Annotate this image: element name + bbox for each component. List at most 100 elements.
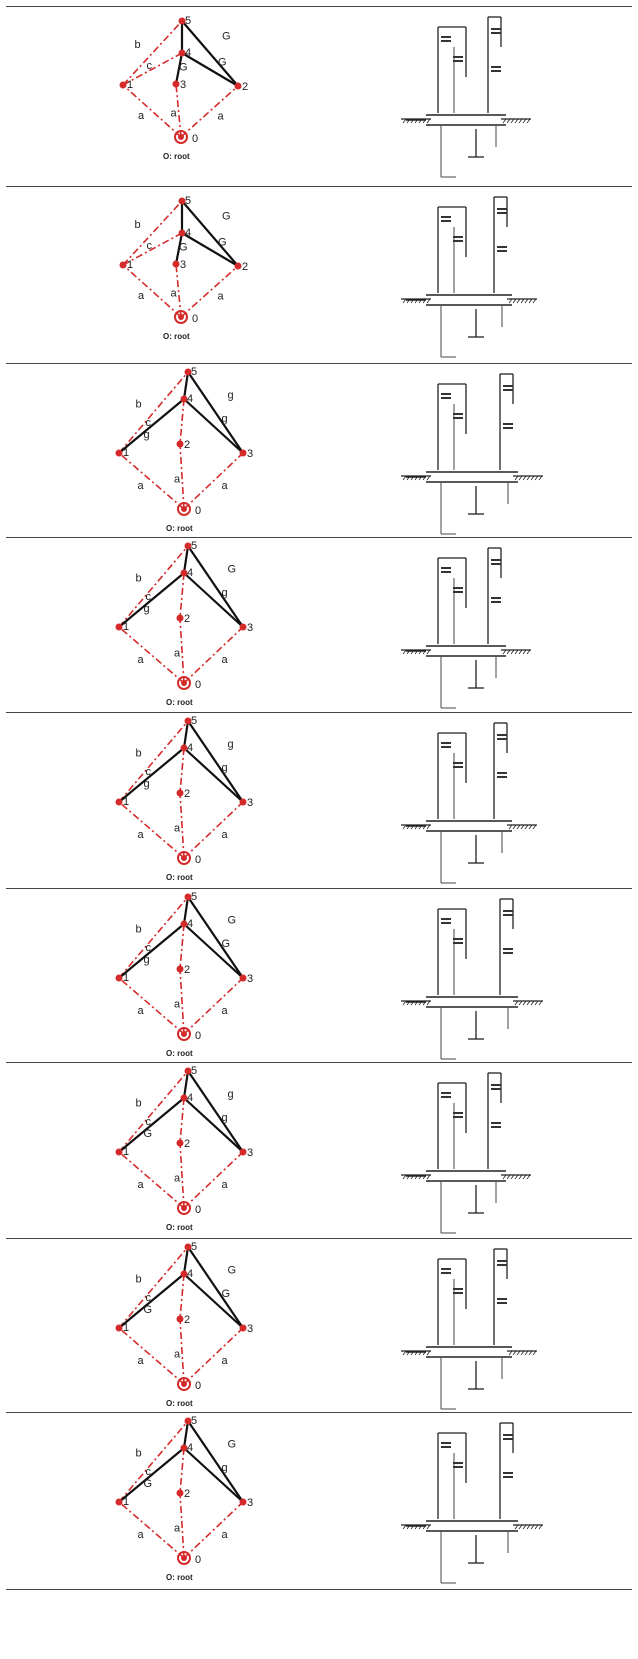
edge-b [118,1246,189,1329]
edge-c [122,232,183,266]
node-label-left: 1 [123,1322,129,1334]
edge-label-b: b [136,1274,142,1286]
sketch-line [518,475,523,481]
sketch-line [508,298,513,304]
edge-label-g-third: g [144,603,150,615]
edge-label-g-inner: G [222,1288,231,1300]
sketch-line [538,1000,543,1006]
sketch-line [426,118,431,124]
node-mid [180,1094,188,1102]
node-label-mid: 4 [187,918,193,930]
edge-a-root-left [118,626,185,684]
edge-label-g-outer: g [228,390,234,402]
node-label-left: 1 [123,796,129,808]
sketch-line [530,1524,535,1530]
mechanism-cell [401,722,537,884]
node-label-top: 5 [191,1241,197,1253]
edge-a-root-center [179,1142,185,1209]
edge-g-right-outer [181,20,239,87]
sketch-line [402,824,407,830]
edge-g-left [118,923,185,979]
sketch-line [514,475,519,481]
edge-label-c: c [147,240,153,252]
edge-label-g-inner: g [222,587,228,599]
sketch-line [514,1000,519,1006]
edge-g-right-inner [183,398,244,454]
sketch-line [510,118,515,124]
root-node [181,1031,187,1037]
edge-g-top [182,1246,190,1275]
node-right [239,974,247,982]
root-caption: O: root [166,698,193,707]
edge-g-right-outer [187,720,244,803]
edge-g-right-inner [183,923,244,979]
sketch-line [532,824,537,830]
node-label-top: 5 [191,715,197,727]
node-right [239,1324,247,1332]
node-right [239,798,247,806]
node-label-mid: 4 [187,742,193,754]
sketch-line [506,649,511,655]
sketch-line [520,1350,525,1356]
node-label-right: 3 [247,1323,253,1335]
mechanism-cell [401,1422,543,1584]
edge-label-g-inner: g [222,1462,228,1474]
sketch-line [502,1174,507,1180]
edge-b [118,1070,189,1153]
node-right [239,449,247,457]
node-label-mid: 4 [185,47,191,59]
node-center [176,965,184,973]
edge-c-vertical [179,572,185,619]
node-center [176,1489,184,1497]
edge-label-a-center: a [174,1349,181,1361]
node-left [115,798,123,806]
node-label-top: 5 [191,891,197,903]
node-label-mid: 4 [187,1442,193,1454]
edge-g-center [174,232,184,265]
node-top [184,1067,192,1075]
edge-label-a-left: a [138,480,145,492]
node-left [119,81,127,89]
sketch-line [522,475,527,481]
root-caption: O: root [166,524,193,533]
edge-label-g-outer: G [228,1265,237,1277]
edge-label-g-outer: G [222,211,231,223]
edge-label-b: b [136,399,142,411]
node-label-right: 3 [247,1497,253,1509]
edge-label-g-inner: g [222,413,228,425]
edge-a-root-left [122,84,182,138]
sketch-line [426,298,431,304]
edge-g-right-outer [187,1246,244,1329]
edge-a-root-center [179,443,185,510]
node-top [184,1417,192,1425]
edge-c-vertical [179,1273,185,1320]
edge-a-root-left [118,1327,185,1385]
root-node [181,506,187,512]
edge-label-a-left: a [138,110,145,122]
edge-label-a-left: a [138,1179,145,1191]
root-node [181,1381,187,1387]
edge-label-g-inner: G [218,57,227,69]
edge-g-left [118,572,185,628]
node-label-left: 1 [127,79,133,91]
edge-g-right-inner [183,1447,244,1503]
edge-c-vertical [179,1447,185,1494]
edge-label-a-right: a [222,654,229,666]
node-top [184,717,192,725]
edge-label-g-third: G [179,62,188,74]
sketch-line [402,1000,407,1006]
node-left [119,261,127,269]
edge-label-a-left: a [138,654,145,666]
edge-g-left [118,398,185,454]
edge-g-right-outer [187,1070,244,1153]
sketch-line [402,649,407,655]
node-label-root: 0 [195,505,201,517]
sketch-line [524,824,529,830]
edge-label-a-center: a [174,1523,181,1535]
node-label-right: 3 [247,973,253,985]
node-left [115,974,123,982]
edge-g-right-inner [183,1273,244,1329]
